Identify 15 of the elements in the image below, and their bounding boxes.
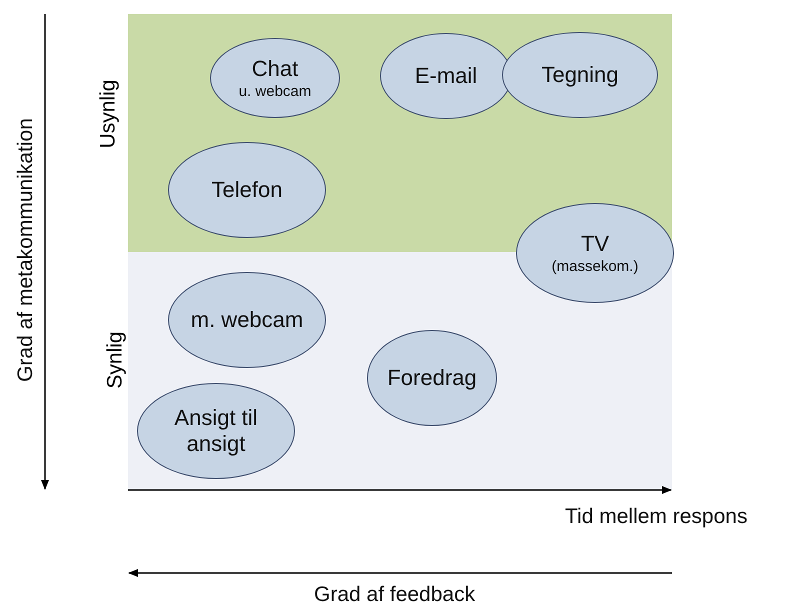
band-label: Usynlig [96,80,120,148]
axis-label: Grad af metakommunikation [14,118,38,382]
node-label: m. webcam [190,307,304,333]
axis-label: Grad af feedback [314,583,476,606]
node-label: E-mail [414,63,478,89]
band-label: Synlig [103,331,128,389]
node-sublabel: (massekom.) [552,256,638,276]
axis-label: Tid mellem respons [565,505,748,529]
node-label: Foredrag [387,365,477,391]
node-label: TV [580,230,610,256]
node-label: Ansigt til ansigt [173,405,259,457]
node-label: Telefon [212,177,282,203]
node-sublabel: u. webcam [238,82,312,100]
node-label: Tegning [541,62,619,88]
node-label: Chat [252,56,298,82]
